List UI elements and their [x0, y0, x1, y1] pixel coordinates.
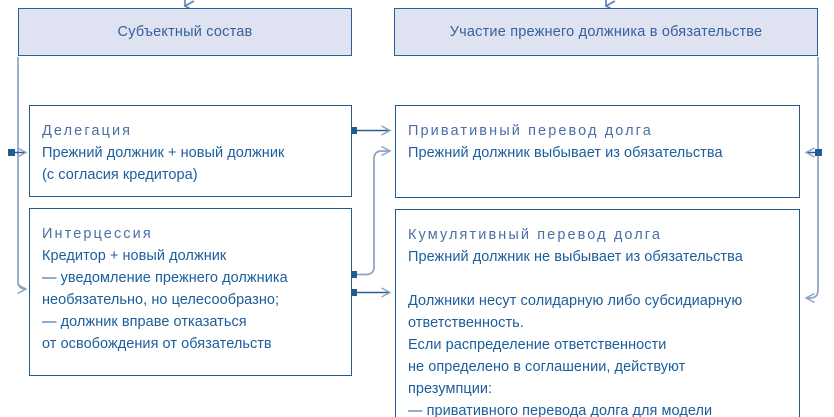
right-bus-to-privative [804, 147, 822, 158]
card-line: Прежний должник выбывает из обязательств… [408, 145, 723, 161]
card-line: Кредитор + новый должник [42, 248, 227, 264]
right-bus-to-cumulative [804, 57, 819, 304]
card-line: Если распределение ответственности [408, 337, 667, 353]
card-title: Кумулятивный перевод долга [408, 227, 663, 243]
card-title: Привативный перевод долга [408, 123, 653, 139]
intercession-to-privative [350, 145, 392, 278]
card-privative-debt-transfer: Привативный перевод долга Прежний должни… [395, 105, 800, 198]
card-line: Должники несут солидарную либо субсидиар… [408, 293, 743, 309]
delegation-to-privative [350, 125, 392, 136]
card-title: Интерцессия [42, 226, 153, 242]
card-line: от освобождения от обязательств [42, 336, 272, 352]
card-cumulative-debt-transfer: Кумулятивный перевод долга Прежний должн… [395, 209, 800, 417]
card-line: ответственность. [408, 315, 524, 331]
column-header-label: Участие прежнего должника в обязательств… [449, 24, 763, 40]
left-bus-to-delegation [8, 147, 28, 158]
column-header-subject-composition: Субъектный состав [18, 8, 352, 56]
card-line: — должник вправе отказаться [42, 314, 247, 330]
card-line: — привативного перевода долга для модели [408, 403, 713, 417]
column-header-participation: Участие прежнего должника в обязательств… [394, 8, 818, 56]
card-line: Прежний должник не выбывает из обязатель… [408, 249, 743, 265]
card-line: Прежний должник + новый должник [42, 145, 285, 161]
card-line: — уведомление прежнего должника [42, 270, 288, 286]
card-line: необязательно, но целесообразно; [42, 292, 280, 308]
card-line: (с согласия кредитора) [42, 167, 198, 183]
column-header-label: Субъектный состав [117, 24, 253, 40]
card-delegation: Делегация Прежний должник + новый должни… [29, 105, 352, 197]
left-bus-to-intercession [17, 57, 28, 295]
card-intercession: Интерцессия Кредитор + новый должник — у… [29, 208, 352, 376]
card-line: презумпции: [408, 381, 493, 397]
card-line: не определено в соглашении, действуют [408, 359, 686, 375]
intercession-to-cumulative [350, 287, 392, 298]
card-title: Делегация [42, 123, 133, 139]
